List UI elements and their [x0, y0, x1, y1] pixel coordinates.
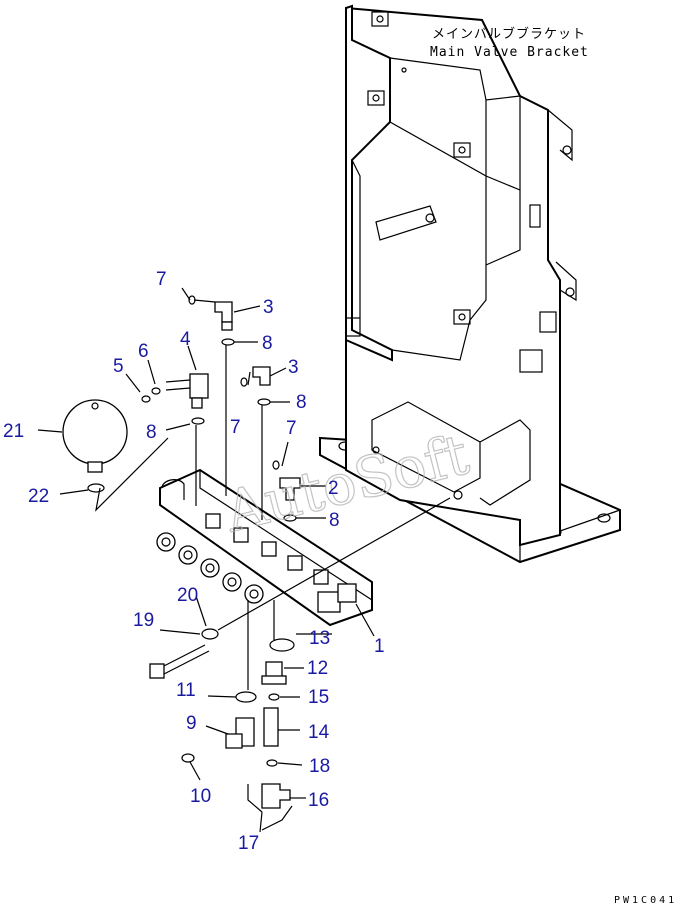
callout-7c: 7 [286, 418, 297, 439]
tee-16 [261, 783, 291, 809]
elbow-3b [252, 366, 271, 386]
accumulator [62, 399, 128, 473]
solenoid-coils [156, 513, 357, 613]
callout-19: 19 [133, 610, 154, 631]
main-valve-assembly [156, 468, 373, 627]
callout-21: 21 [3, 421, 24, 442]
o-ring-7b [240, 377, 248, 387]
callout-20: 20 [177, 585, 198, 606]
callout-12: 12 [307, 658, 328, 679]
bracket-17-lines [247, 784, 293, 831]
o-ring-8c [191, 417, 205, 425]
callout-8a: 8 [262, 333, 273, 354]
elbow-3a [214, 301, 233, 331]
o-ring-6 [151, 387, 161, 395]
callout-15: 15 [308, 687, 329, 708]
bracket-label-en: Main Valve Bracket [430, 45, 589, 60]
main-valve-bracket [319, 4, 621, 564]
bolt-19 [149, 644, 210, 679]
callout-17: 17 [238, 833, 259, 854]
o-ring-13 [269, 638, 295, 652]
o-ring-5 [141, 395, 151, 403]
callout-2: 2 [328, 478, 339, 499]
drawing-code: PW1C041 [614, 895, 677, 906]
callout-18: 18 [309, 756, 330, 777]
o-ring-7c [272, 460, 280, 470]
tee-2 [279, 477, 301, 501]
o-ring-15 [268, 693, 280, 701]
leader-lines [37, 287, 451, 833]
solenoid-valve-4 [165, 373, 209, 409]
callout-8b: 8 [296, 392, 307, 413]
o-ring-11 [235, 691, 257, 703]
callout-11: 11 [176, 680, 196, 701]
washer-20 [201, 628, 219, 640]
callout-3b: 3 [288, 357, 299, 378]
adapter-14 [263, 707, 279, 747]
o-ring-22 [87, 483, 105, 493]
o-ring-8b [257, 398, 271, 406]
callout-7a: 7 [156, 269, 167, 290]
callout-8d: 8 [329, 510, 340, 531]
callout-7b: 7 [230, 417, 241, 438]
callout-16: 16 [308, 790, 329, 811]
callout-9: 9 [186, 713, 197, 734]
callout-5: 5 [113, 356, 124, 377]
callout-8c: 8 [146, 422, 157, 443]
o-ring-10 [181, 753, 195, 763]
callout-3a: 3 [263, 297, 274, 318]
elbow-9 [225, 717, 255, 749]
callout-10: 10 [190, 786, 211, 807]
callout-22: 22 [28, 486, 49, 507]
callout-4: 4 [180, 329, 191, 350]
callout-14: 14 [308, 722, 330, 743]
bracket-label-jp: メインバルブブラケット [432, 26, 586, 42]
callout-1: 1 [374, 636, 385, 657]
o-ring-8a [221, 338, 235, 346]
callout-13: 13 [309, 628, 330, 649]
plug-12 [261, 661, 287, 685]
o-ring-18 [266, 759, 278, 767]
callout-6: 6 [138, 341, 149, 362]
